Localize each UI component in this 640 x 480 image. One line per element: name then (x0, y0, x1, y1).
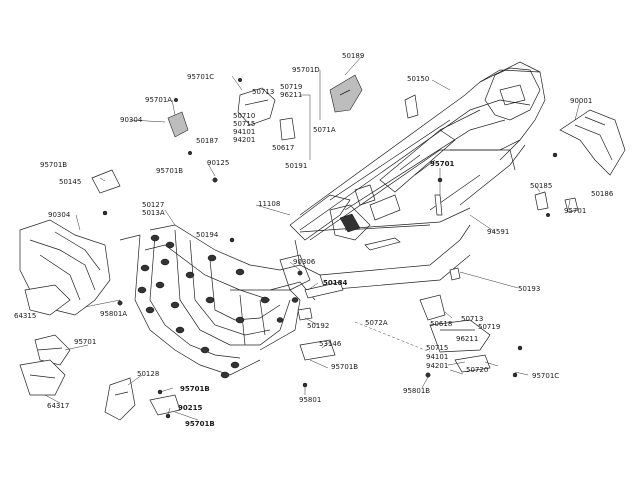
part-94591 (434, 194, 443, 216)
label-95701B-left: 95701B (40, 161, 67, 169)
label-50184: 50184 (323, 279, 347, 287)
part-50193 (449, 267, 461, 281)
part-50618 (419, 294, 446, 321)
screws (102, 77, 558, 419)
part-50184 (304, 281, 344, 299)
leader-lines (44, 55, 581, 421)
label-95701A: 95701A (145, 96, 172, 104)
label-50185: 50185 (530, 182, 552, 190)
frame-bolts (137, 234, 299, 379)
label-50713-top: 50713 (252, 88, 274, 96)
label-50719-top: 50719 (280, 83, 302, 91)
label-50127: 50127 (142, 201, 164, 209)
label-95801: 95801 (299, 396, 321, 404)
label-5072A: 5072A (365, 319, 388, 327)
label-94591: 94591 (487, 228, 509, 236)
label-50192: 50192 (307, 322, 329, 330)
label-50720: 50720 (466, 366, 488, 374)
main-frame (279, 61, 546, 291)
label-5071A: 5071A (313, 126, 336, 134)
label-90215: 90215 (178, 404, 202, 412)
part-5072A (429, 319, 491, 353)
label-90125: 90125 (207, 159, 229, 167)
label-90304-top: 90304 (120, 116, 143, 124)
label-90304-mid: 90304 (48, 211, 71, 219)
label-95701-right: 95701 (564, 207, 586, 215)
label-95701C-top: 95701C (187, 73, 214, 81)
part-90001 (559, 109, 626, 176)
label-95801A: 95801A (100, 310, 127, 318)
label-95701-center: 95701 (430, 160, 454, 168)
part-90304-top (167, 111, 189, 138)
label-50145: 50145 (59, 178, 81, 186)
label-95801B: 95801B (403, 387, 430, 395)
label-50194: 50194 (196, 231, 219, 239)
part-50189 (329, 74, 363, 113)
part-50720 (454, 354, 491, 373)
label-90001: 90001 (570, 97, 592, 105)
label-50150: 50150 (407, 75, 429, 83)
small-parts (19, 74, 626, 421)
label-50715-bot: 50715 (426, 344, 448, 352)
label-50719-bot: 50719 (478, 323, 500, 331)
label-50618: 50618 (430, 320, 452, 328)
label-95701D: 95701D (292, 66, 320, 74)
front-tube-assembly (119, 224, 316, 379)
label-95701-left: 95701 (74, 338, 96, 346)
label-94201-bot: 94201 (426, 362, 448, 370)
label-95701B-last: 95701B (185, 420, 215, 428)
part-50128 (104, 377, 136, 421)
part-labels: 50189 95701D 95701C 50713 50719 96211 95… (14, 52, 614, 428)
label-95701B-low: 95701B (180, 385, 210, 393)
label-53146: 53146 (319, 340, 342, 348)
label-11108: 11108 (258, 200, 280, 208)
label-94201-top: 94201 (233, 136, 255, 144)
part-50145 (91, 169, 121, 194)
label-50715-top: 50715 (233, 120, 255, 128)
label-50617: 50617 (272, 144, 294, 152)
label-5013A: 5013A (142, 209, 165, 217)
label-96211-bot: 96211 (456, 335, 478, 343)
label-50713-bot: 50713 (461, 315, 483, 323)
label-94101-top: 94101 (233, 128, 255, 136)
label-95701B-bottom: 95701B (331, 363, 358, 371)
label-50189: 50189 (342, 52, 364, 60)
label-50710: 50710 (233, 112, 255, 120)
label-95701B-mid: 95701B (156, 167, 183, 175)
label-50191: 50191 (285, 162, 307, 170)
label-94101-bot: 94101 (426, 353, 448, 361)
part-90215 (149, 394, 181, 416)
part-50192 (297, 307, 313, 321)
label-50187: 50187 (196, 137, 218, 145)
part-64317 (19, 359, 66, 396)
label-64317: 64317 (47, 402, 69, 410)
label-95701C-bot: 95701C (532, 372, 559, 380)
part-64315 (24, 284, 71, 316)
part-95701-left (34, 334, 71, 366)
label-64315: 64315 (14, 312, 36, 320)
label-96211-top: 96211 (280, 91, 302, 99)
label-50186: 50186 (591, 190, 614, 198)
label-50128: 50128 (137, 370, 159, 378)
part-5071A-assembly (237, 87, 276, 126)
label-90306: 90306 (293, 258, 316, 266)
label-50193: 50193 (518, 285, 540, 293)
